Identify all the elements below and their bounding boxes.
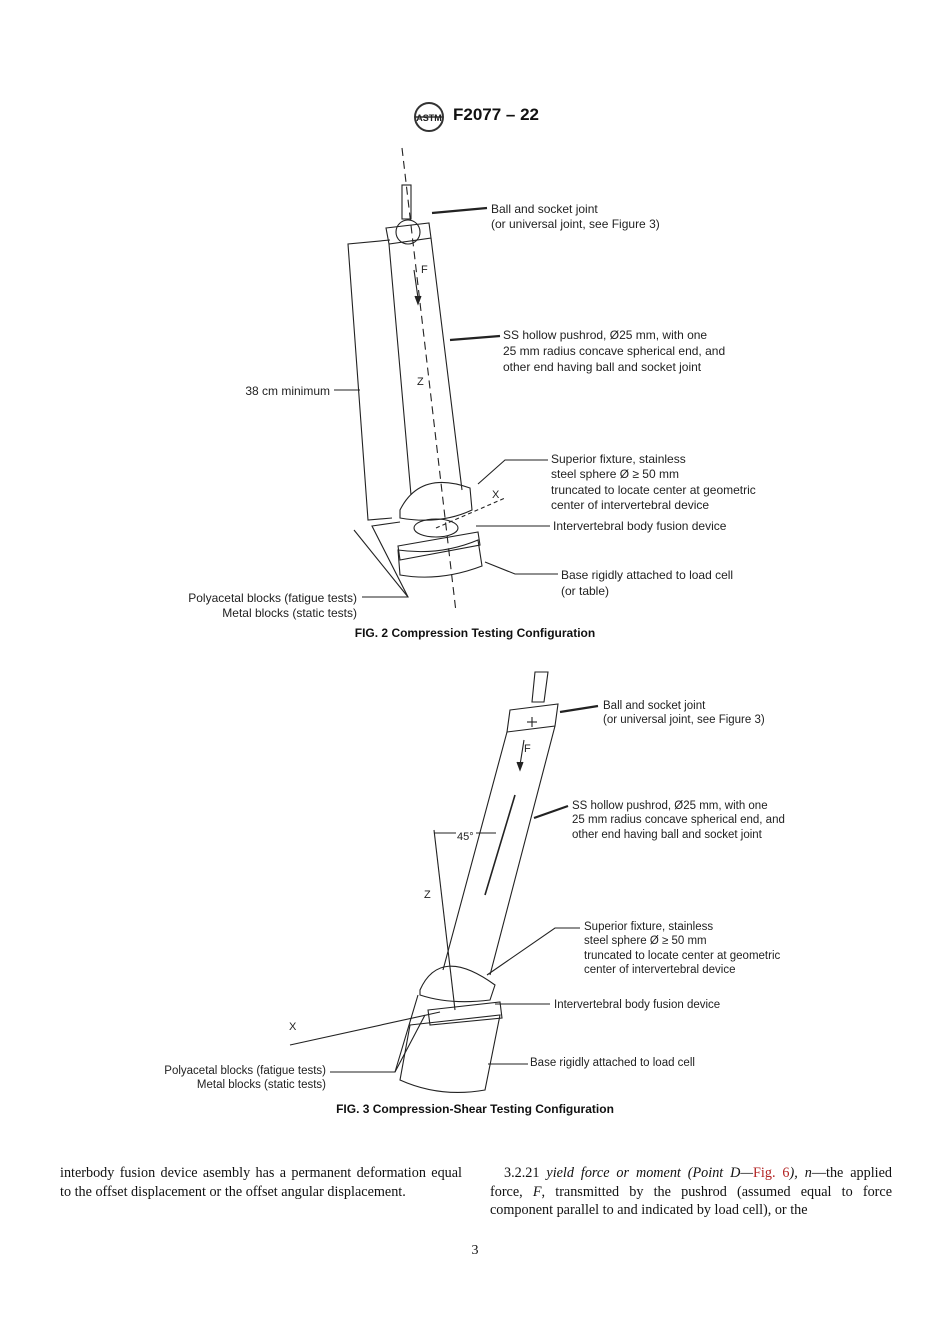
figure-3-diagram: F Z X 45° Ball and socket joint (or univ…: [164, 671, 785, 1094]
symbol-f: F: [532, 1183, 542, 1200]
fig2-block: [397, 531, 481, 561]
fig3-pushrod-label-2: 25 mm radius concave spherical end, and: [572, 814, 785, 826]
fig3-ball-joint-label-1: Ball and socket joint: [603, 700, 706, 712]
fig3-base-label-1: Base rigidly attached to load cell: [530, 1057, 695, 1069]
fig2-fixture: [399, 481, 473, 521]
fig2-length-bracket: [347, 239, 393, 521]
right-column-paragraph: 3.2.21 yield force or moment (Point D—Fi…: [490, 1164, 892, 1220]
fig2-fixture-label-4: center of intervertebral device: [551, 498, 709, 512]
fig2-blocks-label-1: Polyacetal blocks (fatigue tests): [188, 591, 357, 605]
page-number: 3: [471, 1243, 479, 1258]
fig3-angle-label: 45°: [457, 831, 474, 843]
fig2-ball-joint-label-2: (or universal joint, see Figure 3): [491, 217, 660, 231]
section-number: 3.2.21: [504, 1165, 540, 1181]
fig2-ball: [395, 219, 421, 245]
fig3-axis-f: F: [524, 743, 531, 755]
fig-6-link[interactable]: Fig. 6: [753, 1165, 790, 1181]
astm-logo-text: ASTM: [416, 113, 442, 123]
fig2-pushrod: [388, 237, 463, 496]
defined-term: yield force or moment (Point D—: [546, 1165, 754, 1181]
fig3-fixture-label-1: Superior fixture, stainless: [584, 921, 713, 933]
standard-designation: F2077 – 22: [453, 105, 540, 124]
fig2-pushrod-label-1: SS hollow pushrod, Ø25 mm, with one: [503, 328, 707, 342]
astm-logo-icon: ASTM: [411, 100, 447, 134]
left-column-paragraph: interbody fusion device asembly has a pe…: [60, 1165, 462, 1200]
fig3-axis-x: X: [289, 1021, 297, 1033]
fig2-base-label-1: Base rigidly attached to load cell: [561, 568, 733, 582]
fig3-fixture-label-2: steel sphere Ø ≥ 50 mm: [584, 935, 707, 947]
figure-2-diagram: F Z X Ball and socket joint (or universa…: [188, 147, 756, 620]
fig2-pushrod-label-3: other end having ball and socket joint: [503, 360, 702, 374]
fig3-blocks-label-1: Polyacetal blocks (fatigue tests): [164, 1065, 326, 1077]
fig3-fixture-label-3: truncated to locate center at geometric: [584, 950, 780, 962]
fig2-fixture-label-3: truncated to locate center at geometric: [551, 483, 756, 497]
fig3-ball-joint-label-2: (or universal joint, see Figure 3): [603, 714, 765, 726]
fig3-axis-z: Z: [424, 889, 431, 901]
fig2-centerline: [401, 147, 457, 613]
fig3-stem: [531, 671, 549, 703]
fig2-axis-f: F: [421, 264, 428, 276]
fig3-device: [427, 1001, 503, 1026]
right-column: 3.2.21 yield force or moment (Point D—Fi…: [490, 1164, 892, 1220]
definition-text-b: , transmitted by the pushrod (assumed eq…: [490, 1183, 892, 1219]
figure-2-caption: FIG. 2 Compression Testing Configuration: [354, 626, 596, 640]
fig2-pushrod-label-2: 25 mm radius concave spherical end, and: [503, 344, 725, 358]
fig3-pushrod: [442, 725, 556, 976]
fig2-collar: [385, 222, 432, 245]
fig2-fixture-label-1: Superior fixture, stainless: [551, 452, 686, 466]
fig3-fixture: [419, 965, 496, 1003]
fig2-blocks-label-2: Metal blocks (static tests): [222, 606, 357, 620]
fig2-fixture-label-2: steel sphere Ø ≥ 50 mm: [551, 467, 679, 481]
fig2-base-label-2: (or table): [561, 584, 609, 598]
fig2-base: [397, 539, 483, 578]
fig2-device: [413, 518, 459, 538]
fig2-ball-joint-label-1: Ball and socket joint: [491, 202, 598, 216]
fig3-blocks-label-2: Metal blocks (static tests): [197, 1079, 326, 1091]
defined-term-end: ),: [789, 1165, 798, 1181]
fig2-min-length-label: 38 cm minimum: [245, 384, 330, 398]
page-header: ASTM F2077 – 22: [0, 100, 950, 134]
fig3-device-label: Intervertebral body fusion device: [554, 999, 720, 1011]
fig2-axis-z: Z: [417, 376, 424, 388]
figure-3-caption: FIG. 3 Compression-Shear Testing Configu…: [336, 1102, 614, 1116]
fig2-stem: [401, 184, 412, 220]
fig3-base: [399, 1014, 501, 1094]
definition-text-a: —the applied force,: [490, 1165, 893, 1200]
fig2-device-label: Intervertebral body fusion device: [553, 519, 727, 533]
fig3-pushrod-label-1: SS hollow pushrod, Ø25 mm, with one: [572, 800, 768, 812]
term-n: n: [804, 1165, 812, 1181]
left-column: interbody fusion device asembly has a pe…: [60, 1164, 462, 1201]
fig2-axis-x: X: [492, 489, 500, 501]
fig3-pushrod-label-3: other end having ball and socket joint: [572, 829, 763, 841]
fig3-fixture-label-4: center of intervertebral device: [584, 964, 736, 976]
